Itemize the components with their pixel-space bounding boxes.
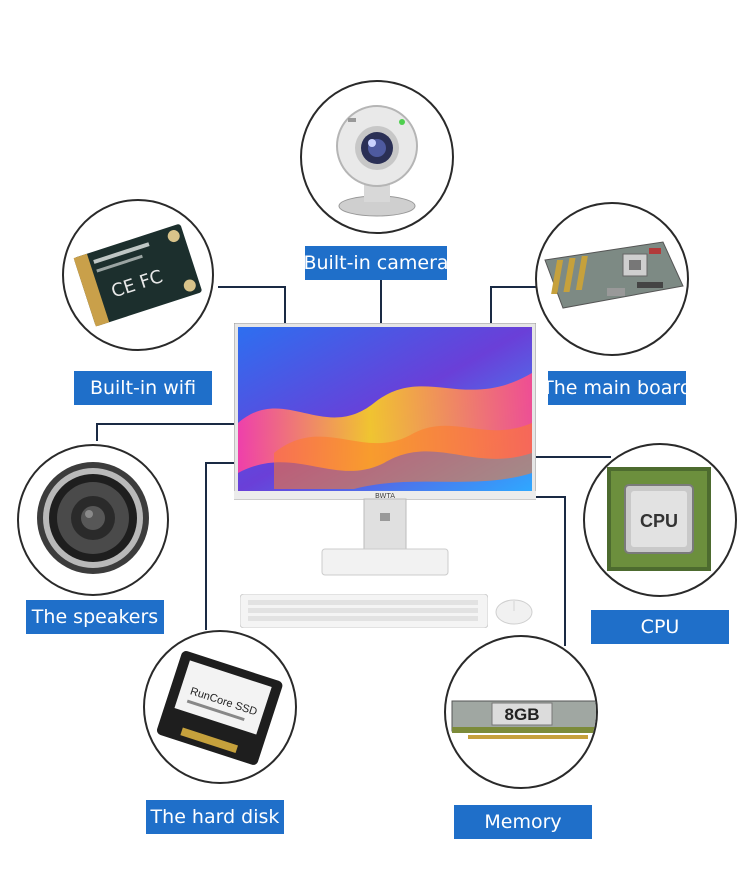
motherboard-icon [537, 204, 687, 354]
connector-wifi-h [218, 286, 286, 288]
monitor: BWTA [234, 323, 536, 583]
connector-memory-v [564, 496, 566, 646]
label-cpu: CPU [591, 610, 729, 644]
connector-speakers-h [96, 423, 236, 425]
cpu-chip-text: CPU [640, 511, 678, 531]
memory-module-icon: 8GB [446, 637, 596, 787]
connector-mainboard-v [490, 286, 492, 324]
connector-wifi-v [284, 286, 286, 324]
wifi-card-icon: CE FC [64, 201, 212, 349]
webcam-icon [302, 82, 452, 232]
harddisk-circle: RunCore SSD [143, 630, 297, 784]
label-mainboard: The main board [548, 371, 686, 405]
connector-mainboard-h [490, 286, 542, 288]
mouse [495, 599, 533, 625]
cpu-circle: CPU [583, 443, 737, 597]
wifi-circle: CE FC [62, 199, 214, 351]
connector-camera [380, 278, 382, 324]
camera-circle [300, 80, 454, 234]
connector-harddisk-v [205, 462, 207, 630]
ssd-icon: RunCore SSD [145, 632, 295, 782]
label-speakers: The speakers [26, 600, 164, 634]
label-wifi: Built-in wifi [74, 371, 212, 405]
cpu-chip-icon: CPU [585, 445, 735, 595]
speaker-icon [19, 446, 167, 594]
connector-speakers-v [96, 423, 98, 441]
label-camera: Built-in camera [305, 246, 447, 280]
speakers-circle [17, 444, 169, 596]
memory-module-text: 8GB [505, 705, 540, 724]
mainboard-circle [535, 202, 689, 356]
label-memory: Memory [454, 805, 592, 839]
keyboard [240, 594, 488, 628]
memory-circle: 8GB [444, 635, 598, 789]
connector-cpu-h [535, 456, 611, 458]
label-harddisk: The hard disk [146, 800, 284, 834]
connector-harddisk-h [205, 462, 237, 464]
